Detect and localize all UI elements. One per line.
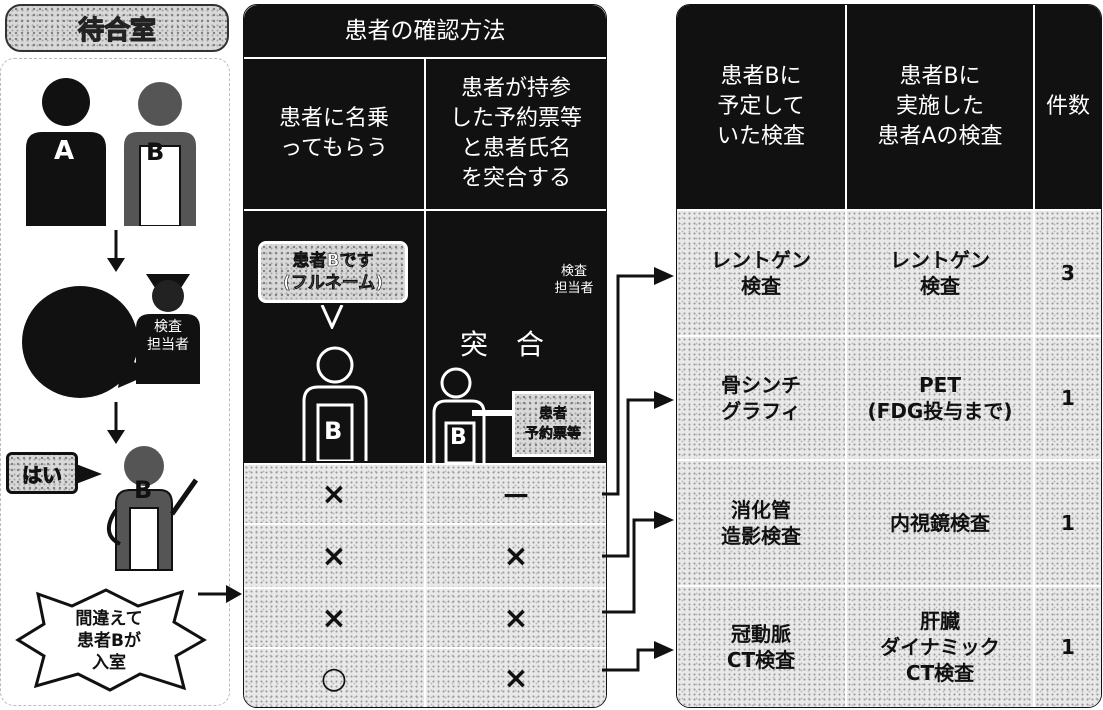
- result-cell-document-3: ×: [426, 589, 606, 647]
- wrong-examination-table: 患者Bに 予定して いた検査 患者Bに 実施した 患者Aの検査 件数 レントゲン…: [676, 4, 1102, 708]
- appointment-ticket: 患者 予約票等: [512, 391, 594, 457]
- result-cell-document-4: ×: [426, 649, 606, 707]
- method-header-document-check: 患者が持参 した予約票等 と患者氏名 を突合する: [426, 59, 606, 209]
- performed-exam-cell: 内視鏡検査: [847, 461, 1033, 585]
- waiting-room-title: 待合室: [5, 4, 229, 52]
- starburst-icon: [15, 588, 207, 692]
- patient-b-raising-hand-icon: [107, 446, 199, 571]
- count-cell: 1: [1035, 587, 1101, 707]
- planned-exam-cell: 骨シンチ グラフィ: [677, 337, 845, 459]
- count-cell: 3: [1035, 211, 1101, 335]
- performed-exam-cell: レントゲン 検査: [847, 211, 1033, 335]
- planned-exam-cell: レントゲン 検査: [677, 211, 845, 335]
- wrong-patient-entered-label: 間違えて 患者Bが 入室: [75, 609, 143, 673]
- patient-a-label: A: [54, 136, 75, 166]
- match-label: 突 合: [460, 328, 545, 361]
- count-cell: 1: [1035, 461, 1101, 585]
- document-check-illustration: 検査 担当者 突 合 B 患者 予約票等: [426, 211, 606, 463]
- row-connector-lines: [602, 267, 674, 672]
- bubble-tail-icon: [320, 305, 344, 329]
- performed-exam-cell: 肝臓 ダイナミック CT検査: [847, 587, 1033, 707]
- staff-icon: [136, 274, 200, 384]
- self-identification-illustration: 患者Bです (フルネーム) B: [244, 211, 424, 463]
- waiting-room-panel: [0, 58, 230, 706]
- verification-method-table: 患者の確認方法 患者に名乗 ってもらう 患者が持参 した予約票等 と患者氏名 を…: [243, 4, 607, 708]
- patient-b-handing-ticket-icon: [432, 367, 520, 463]
- patient-b-label: B: [324, 417, 343, 445]
- staff-label: 検査 担当者: [554, 264, 594, 296]
- header-performed-exam: 患者Bに 実施した 患者Aの検査: [847, 5, 1033, 209]
- header-count: 件数: [1035, 5, 1101, 209]
- patient-b-label: B: [450, 425, 467, 450]
- down-arrow-icon: [107, 402, 125, 444]
- result-cell-document-2: ×: [426, 525, 606, 587]
- down-arrow-icon: [107, 230, 125, 272]
- right-arrow-icon: [198, 585, 242, 603]
- staff-label: 検査 担当者: [147, 319, 189, 353]
- planned-exam-cell: 消化管 造影検査: [677, 461, 845, 585]
- result-cell-self-id-2: ×: [244, 525, 424, 587]
- header-planned-exam: 患者Bに 予定して いた検査: [677, 5, 845, 209]
- result-cell-self-id-3: ×: [244, 589, 424, 647]
- verification-method-title: 患者の確認方法: [244, 5, 606, 57]
- reply-tail-icon: [76, 464, 102, 484]
- reply-bubble: はい: [6, 452, 78, 494]
- patient-b-label: B: [134, 476, 153, 504]
- patient-b-icon: [124, 82, 196, 226]
- planned-exam-cell: 冠動脈 CT検査: [677, 587, 845, 707]
- patient-a-icon: [26, 78, 106, 226]
- result-cell-self-id-1: ×: [244, 465, 424, 523]
- result-cell-document-1: －: [426, 465, 606, 523]
- patient-b-icon: [302, 346, 368, 461]
- name-speech-bubble: 患者Bです (フルネーム): [258, 241, 408, 303]
- method-header-self-identification: 患者に名乗 ってもらう: [244, 59, 424, 209]
- result-cell-self-id-4: ○: [244, 649, 424, 707]
- count-cell: 1: [1035, 337, 1101, 459]
- performed-exam-cell: PET (FDG投与まで): [847, 337, 1033, 459]
- patient-b-label: B: [146, 138, 165, 166]
